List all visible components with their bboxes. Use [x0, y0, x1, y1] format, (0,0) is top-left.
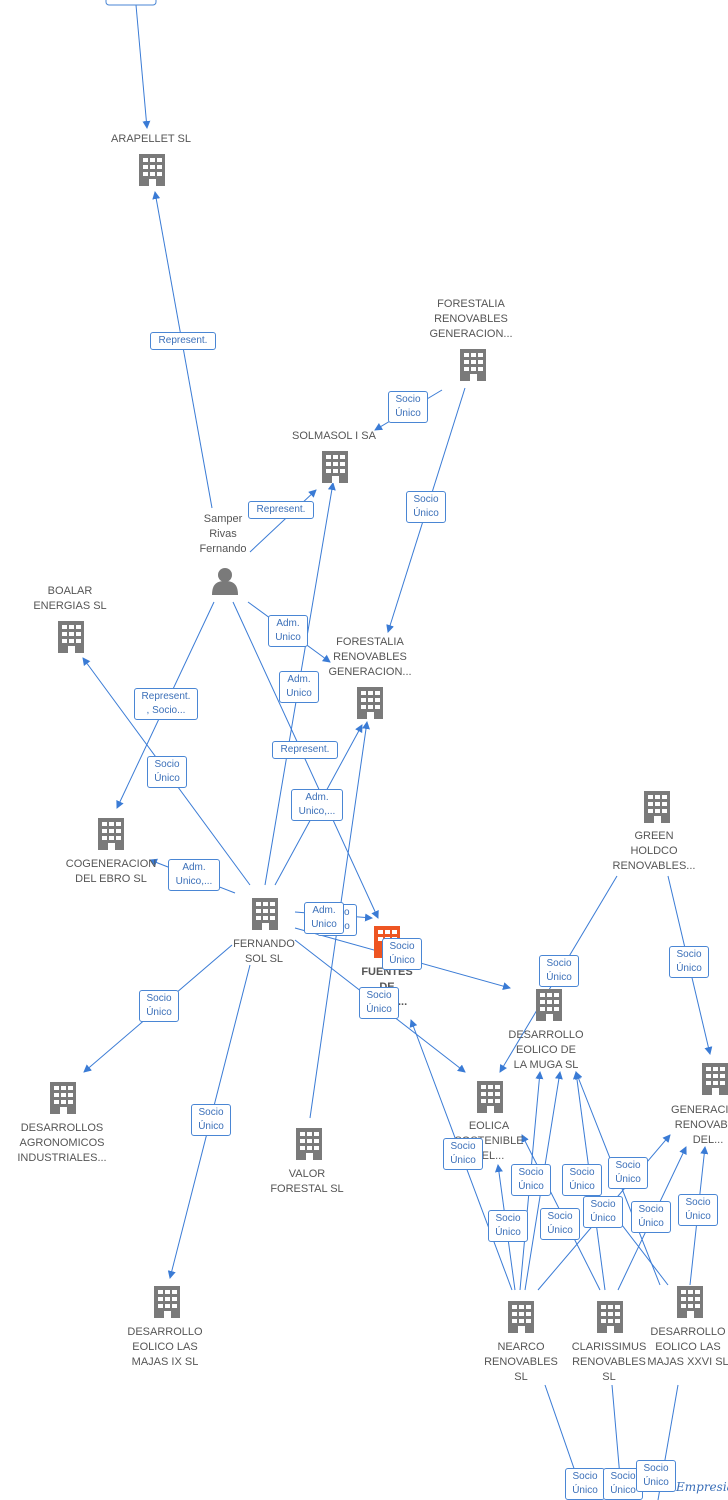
edge-label[interactable]: Adm. Unico	[268, 615, 308, 647]
edge-label[interactable]: Socio Único	[139, 990, 179, 1022]
edge-label[interactable]: Represent.	[272, 741, 338, 759]
edge-label[interactable]: Socio Único	[406, 491, 446, 523]
edge	[249, 489, 317, 553]
edge-label[interactable]: Socio Único	[382, 938, 422, 970]
node-label-nearco[interactable]: NEARCO RENOVABLES SL	[484, 1341, 558, 1383]
edge-label[interactable]: Socio Único	[539, 955, 579, 987]
building-icon	[460, 349, 486, 381]
node-label-valor-forestal[interactable]: VALOR FORESTAL SL	[270, 1168, 344, 1195]
watermark-logo: Empresia	[676, 1480, 728, 1494]
node-label-forestalia-mid[interactable]: FORESTALIA RENOVABLES GENERACION...	[328, 636, 412, 678]
edge-label[interactable]: Socio Único	[147, 756, 187, 788]
building-icon	[50, 1082, 76, 1114]
edge-label[interactable]: Socio Único	[631, 1201, 671, 1233]
edge-label[interactable]: Socio Único	[191, 1104, 231, 1136]
edge	[135, 4, 151, 129]
building-icon	[644, 791, 670, 823]
edge-label[interactable]: Represent. , Socio...	[134, 688, 198, 720]
node-label-person[interactable]: Samper Rivas Fernando	[199, 513, 247, 555]
node-label-solmasol[interactable]: SOLMASOL I SA	[292, 430, 376, 442]
edge-label[interactable]: Socio Único	[678, 1194, 718, 1226]
building-icon	[98, 818, 124, 850]
node-label-desarrollo-muga[interactable]: DESARROLLO EOLICO DE LA MUGA SL	[508, 1029, 584, 1071]
building-icon	[477, 1081, 503, 1113]
building-icon	[296, 1128, 322, 1160]
edges	[82, 4, 713, 1500]
edge-label[interactable]: Socio Único	[488, 1210, 528, 1242]
edge-label[interactable]: Socio Único	[669, 946, 709, 978]
node-label-fernando-sol[interactable]: FERNANDO SOL SL	[233, 938, 295, 965]
building-icon	[322, 451, 348, 483]
building-icon	[357, 687, 383, 719]
edge-label[interactable]: Adm. Unico,...	[291, 789, 343, 821]
edge-label[interactable]: Socio Único	[608, 1157, 648, 1189]
edge-label[interactable]: Adm. Unico,...	[168, 859, 220, 891]
edge-label[interactable]: Socio Único	[388, 391, 428, 423]
edge-label[interactable]: Socio Único	[565, 1468, 605, 1500]
node-label-green-holdco[interactable]: GREEN HOLDCO RENOVABLES...	[612, 830, 696, 872]
edge-label[interactable]: Socio Único	[583, 1196, 623, 1228]
edge-label[interactable]: Socio Único	[511, 1164, 551, 1196]
building-icon	[508, 1301, 534, 1333]
node-box-top	[105, 0, 157, 6]
edge-label[interactable]: Socio Único	[359, 987, 399, 1019]
edge-label[interactable]: Adm. Unico	[304, 902, 344, 934]
building-icon	[677, 1286, 703, 1318]
edge-label[interactable]: Represent.	[150, 332, 216, 350]
node-label-cogeneracion[interactable]: COGENERACION DEL EBRO SL	[65, 858, 157, 885]
building-icon	[536, 989, 562, 1021]
edge-label[interactable]: Socio Único	[443, 1138, 483, 1170]
edge	[232, 601, 379, 919]
edge-label[interactable]: Socio Único	[636, 1460, 676, 1492]
edge	[152, 191, 213, 509]
node-label-desarrollos-agro[interactable]: DESARROLLOS AGRONOMICOS INDUSTRIALES...	[17, 1122, 107, 1164]
node-label-desarrollo-majas-ix[interactable]: DESARROLLO EOLICO LAS MAJAS IX SL	[127, 1326, 203, 1368]
edge-label[interactable]: Socio Único	[562, 1164, 602, 1196]
person-icon	[212, 568, 238, 595]
edge-label[interactable]: Represent.	[248, 501, 314, 519]
building-icon	[139, 154, 165, 186]
building-icon	[597, 1301, 623, 1333]
node-label-boalar[interactable]: BOALAR ENERGIAS SL	[33, 585, 107, 612]
building-icon	[702, 1063, 728, 1095]
node-label-forestalia-top[interactable]: FORESTALIA RENOVABLES GENERACION...	[429, 298, 513, 340]
node-label-generacion-right[interactable]: GENERACION RENOVABLE DEL...	[671, 1104, 728, 1146]
edge-label[interactable]: Adm. Unico	[279, 671, 319, 703]
node-label-arapellet[interactable]: ARAPELLET SL	[111, 133, 191, 145]
edge-label[interactable]: Socio Único	[540, 1208, 580, 1240]
building-icon	[154, 1286, 180, 1318]
building-icon	[58, 621, 84, 653]
building-icon	[252, 898, 278, 930]
node-label-desarrollo-majas-xxvi[interactable]: DESARROLLO EOLICO LAS MAJAS XXVI SL	[647, 1326, 728, 1368]
node-label-clarissimus[interactable]: CLARISSIMUS RENOVABLES SL	[571, 1341, 647, 1383]
